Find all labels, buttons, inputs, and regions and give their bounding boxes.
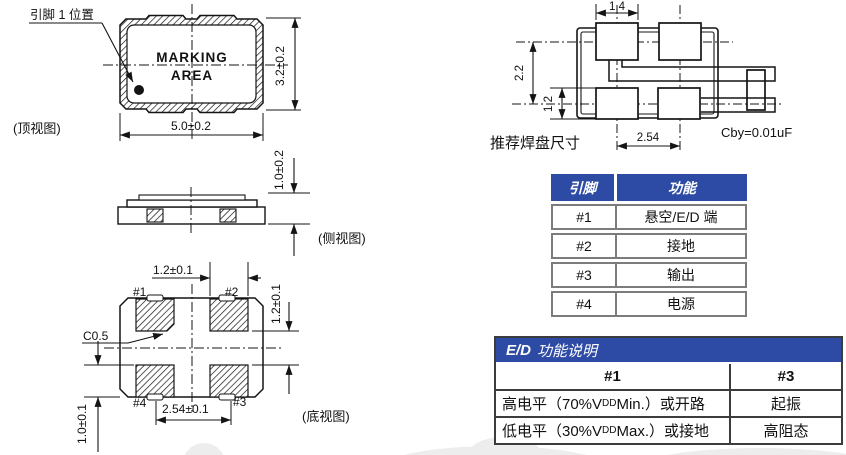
- footprint-outline-outer: [576, 27, 719, 119]
- land-pad-bl: [595, 87, 639, 120]
- pad-3: [209, 364, 249, 398]
- bypass-capacitor: [746, 69, 766, 111]
- bottom-view-caption: (底视图): [302, 409, 350, 424]
- land-pad-br: [657, 87, 701, 120]
- pin-table-header-function: 功能: [617, 174, 747, 201]
- pin-table-header: 引脚 功能: [551, 174, 747, 201]
- marking-text-line2: AREA: [171, 68, 213, 83]
- dim-row-pitch: 2.2: [514, 65, 526, 81]
- pin-function: 电源: [617, 291, 747, 317]
- table-row: #3 输出: [551, 262, 747, 288]
- pad-label-4: #4: [133, 396, 147, 410]
- top-view-caption: (顶视图): [13, 121, 61, 136]
- land-pad-tl: [595, 22, 639, 61]
- dim-pad-pitch: 2.54±0.1: [162, 402, 209, 416]
- pad-4: [135, 364, 175, 398]
- chamfer-leader-arrow: [127, 333, 164, 344]
- ed-title-bold: E/D: [506, 341, 532, 359]
- dim-land-width: 1.4: [609, 1, 626, 13]
- castellation-notch: [218, 393, 236, 401]
- pin-function: 悬空/E/D 端: [617, 204, 747, 230]
- solder-pad: [219, 208, 237, 223]
- pin-function: 接地: [617, 233, 747, 259]
- pin-function: 输出: [617, 262, 747, 288]
- dim-top-width: 5.0±0.2: [171, 119, 211, 133]
- solder-pad: [146, 208, 164, 223]
- condition-text: Min.）或开路: [616, 396, 705, 413]
- table-row: #2 接地: [551, 233, 747, 259]
- marking-text-line1: MARKING: [156, 50, 228, 65]
- pin1-leader-arrow: [101, 22, 134, 83]
- pad-layout-caption: 推荐焊盘尺寸: [490, 134, 580, 152]
- dim-pad-width: 1.2±0.1: [153, 263, 193, 277]
- trace-to-cap-top: [608, 60, 776, 82]
- side-view-drawing: 1.0±0.2 (侧视图): [117, 150, 366, 256]
- pad-2: [209, 298, 249, 332]
- dim-pad-gap: 1.2±0.1: [269, 284, 283, 324]
- pad-label-1: #1: [133, 285, 147, 299]
- castellation-notch: [146, 393, 164, 401]
- land-pad-tr: [658, 22, 702, 61]
- pin-table-header-pin: 引脚: [551, 174, 614, 201]
- pin-number: #4: [551, 291, 617, 317]
- dim-land-height: 1.2: [543, 96, 555, 112]
- cap-value-label: Cby=0.01uF: [721, 125, 792, 140]
- bottom-view-drawing: #1 #2 #4 #3 1.2±0.1 1.2±0.1 2.54±0.1: [75, 262, 350, 452]
- vdd-subscript: DD: [602, 425, 617, 436]
- dim-top-height: 3.2±0.2: [273, 46, 287, 86]
- dim-pad-length: 1.0±0.1: [75, 404, 89, 444]
- pad-1: [135, 298, 175, 332]
- ed-result-high-z: 高阻态: [731, 416, 841, 443]
- castellation-notch: [146, 294, 164, 302]
- table-row: #1 悬空/E/D 端: [551, 204, 747, 230]
- condition-text: 低电平（30%V: [502, 423, 603, 440]
- pad-layout-drawing: 1.4 2.2 1.2 2.54 Cby=0.01uF 推荐焊盘尺寸: [490, 1, 792, 153]
- ed-col-header-3: #3: [731, 364, 841, 389]
- footprint-outline-inner: [580, 31, 715, 115]
- castellation-notch: [218, 294, 236, 302]
- pin-number: #3: [551, 262, 617, 288]
- condition-text: Max.）或接地: [616, 423, 709, 440]
- watermark-blob: [183, 443, 225, 455]
- watermark-blob: [630, 448, 846, 455]
- pad-label-2: #2: [225, 285, 239, 299]
- trace-to-cap-bottom: [701, 97, 776, 113]
- top-view-drawing: MARKING AREA 引脚 1 位置 5.0±0.2 3.2±0.2 (顶视…: [13, 4, 301, 141]
- package-lid: [126, 199, 258, 208]
- pin-number: #1: [551, 204, 617, 230]
- ed-table-title: E/D 功能说明: [496, 338, 841, 364]
- dim-col-pitch: 2.54: [637, 132, 660, 144]
- pin-number: #2: [551, 233, 617, 259]
- dim-side-height: 1.0±0.2: [272, 150, 286, 190]
- ed-col-header-1: #1: [496, 364, 731, 389]
- table-row: #4 电源: [551, 291, 747, 317]
- chamfer-note: C0.5: [83, 329, 109, 343]
- pin1-dot: [134, 85, 144, 95]
- pad-label-3: #3: [233, 395, 247, 409]
- ed-title-rest: 功能说明: [537, 342, 598, 360]
- package-lid-top: [138, 194, 246, 201]
- condition-text: 高电平（70%V: [502, 396, 603, 413]
- pin-function-table: 引脚 功能 #1 悬空/E/D 端 #2 接地 #3 输出 #4 电源: [551, 174, 747, 320]
- pin1-position-label: 引脚 1 位置: [30, 7, 94, 22]
- vdd-subscript: DD: [602, 398, 617, 409]
- ed-result-oscillate: 起振: [731, 389, 841, 416]
- side-view-caption: (侧视图): [318, 231, 366, 246]
